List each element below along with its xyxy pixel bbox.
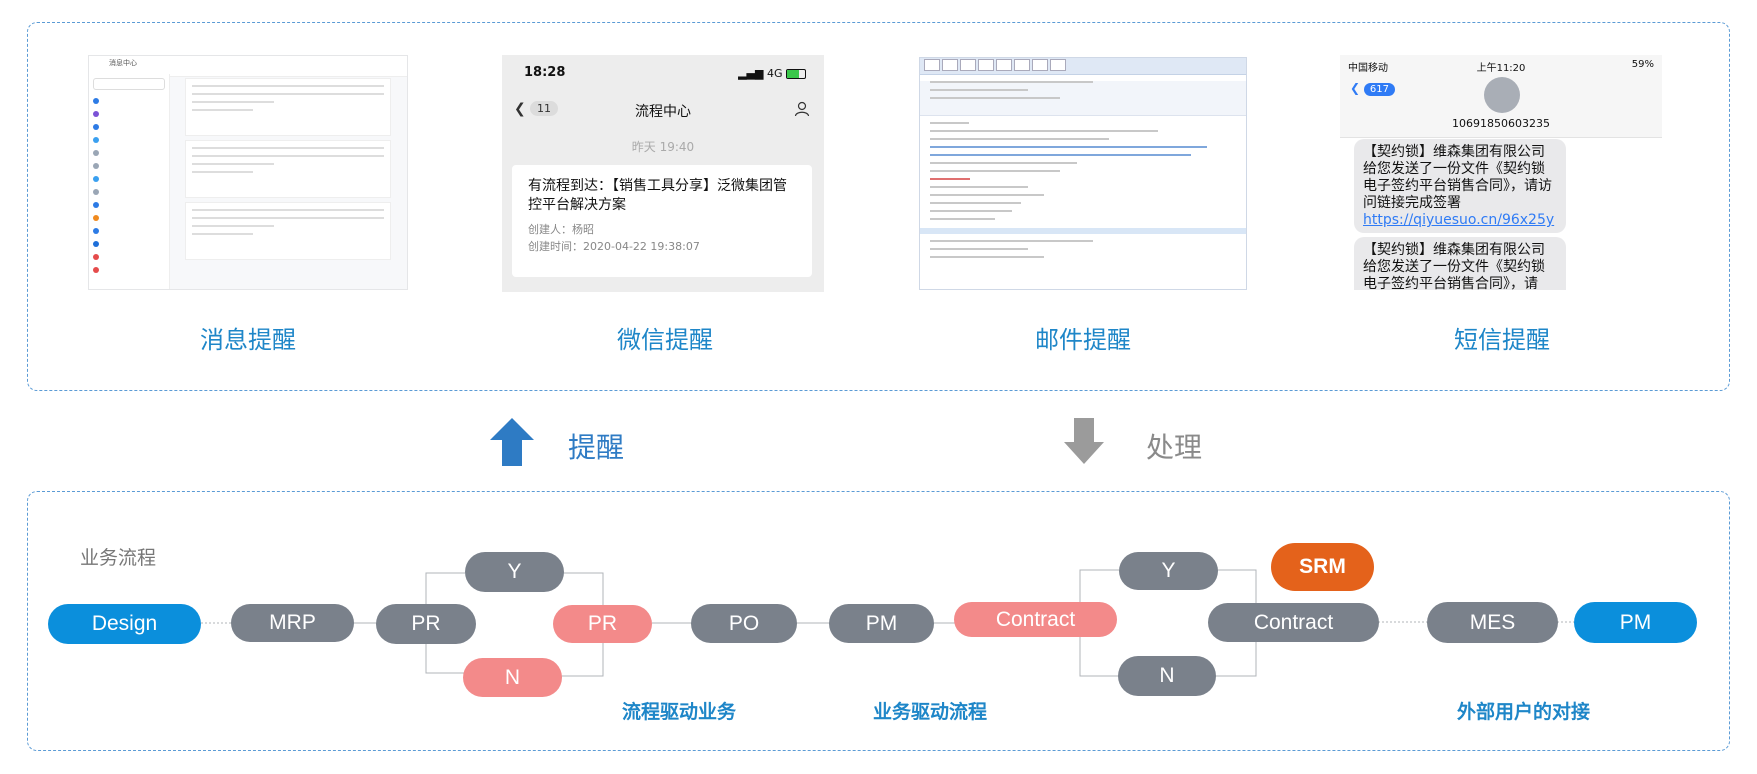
node-srm: SRM bbox=[1271, 543, 1374, 591]
sidebar-item bbox=[93, 159, 165, 172]
battery-percent: 59% bbox=[1631, 59, 1654, 70]
card-title: 有流程到达：【销售工具分享】泛微集团管控平台解决方案 bbox=[528, 178, 787, 213]
process-label: 处理 bbox=[1146, 431, 1203, 464]
node-mes: MES bbox=[1427, 602, 1558, 643]
contact-avatar-icon bbox=[1484, 77, 1520, 113]
sidebar-item bbox=[93, 172, 165, 185]
caption-message: 消息提醒 bbox=[200, 326, 296, 354]
remind-label: 提醒 bbox=[568, 431, 625, 464]
label-external: 外部用户的对接 bbox=[1457, 701, 1591, 723]
node-pm-2: PM bbox=[1574, 602, 1697, 643]
email-screenshot bbox=[919, 57, 1247, 290]
sidebar-item bbox=[93, 146, 165, 159]
battery-icon bbox=[786, 69, 806, 79]
wechat-screenshot: 18:28 ▂▄▆ 4G ❮ 11 流程中心 昨天 19:40 有流程到达：【销… bbox=[502, 55, 824, 292]
sms-text: 【契约锁】维森集团有限公司给您发送了一份文件《契约锁电子签约平台销售合同》，请 bbox=[1363, 242, 1545, 290]
sms-bubble: 【契约锁】维森集团有限公司给您发送了一份文件《契约锁电子签约平台销售合同》，请 bbox=[1354, 237, 1566, 290]
phone-clock: 上午11:20 bbox=[1476, 63, 1526, 74]
sidebar-item bbox=[93, 237, 165, 250]
up-arrow-icon bbox=[490, 418, 534, 466]
sidebar-item bbox=[93, 198, 165, 211]
email-header bbox=[920, 81, 1246, 116]
sidebar-item bbox=[93, 224, 165, 237]
node-yes-1: Y bbox=[465, 552, 564, 592]
phone-time: 18:28 bbox=[524, 65, 566, 80]
sidebar-item bbox=[93, 133, 165, 146]
sidebar-item bbox=[93, 185, 165, 198]
signal-icon: ▂▄▆ bbox=[738, 67, 764, 80]
node-contract-1: Contract bbox=[954, 602, 1117, 637]
sender-number: 10691850603235 bbox=[1452, 117, 1550, 130]
sidebar-item bbox=[93, 120, 165, 133]
back-button[interactable]: ❮ 617 bbox=[1350, 81, 1395, 96]
email-toolbar bbox=[920, 58, 1246, 75]
sidebar-item bbox=[93, 250, 165, 263]
back-chevron-icon[interactable]: ❮ bbox=[514, 101, 526, 117]
sms-text: 【契约锁】维森集团有限公司给您发送了一份文件《契约锁电子签约平台销售合同》，请访… bbox=[1363, 144, 1552, 211]
business-flow-panel bbox=[27, 491, 1730, 751]
node-pr-1: PR bbox=[376, 604, 476, 644]
message-date: 昨天 19:40 bbox=[631, 140, 695, 154]
sidebar-item bbox=[93, 94, 165, 107]
node-pr-2: PR bbox=[553, 605, 652, 643]
card-created-time: 创建时间：2020-04-22 19:38:07 bbox=[528, 240, 700, 253]
flow-title: 业务流程 bbox=[80, 547, 157, 569]
network-label: 4G bbox=[766, 67, 783, 80]
down-arrow-icon bbox=[1064, 418, 1104, 464]
node-no-2: N bbox=[1118, 656, 1216, 696]
email-body bbox=[920, 122, 1246, 258]
sidebar-item bbox=[93, 263, 165, 276]
sms-link[interactable]: https://qiyuesuo.cn/96x25y bbox=[1363, 212, 1555, 228]
phone-status: ▂▄▆ 4G bbox=[738, 67, 806, 80]
carrier-label: 中国移动 bbox=[1348, 63, 1388, 74]
node-no-1: N bbox=[463, 658, 562, 697]
message-list bbox=[173, 74, 403, 289]
wechat-title: 流程中心 bbox=[635, 104, 691, 120]
node-contract-2: Contract bbox=[1208, 603, 1379, 642]
caption-wechat: 微信提醒 bbox=[617, 326, 713, 354]
sidebar-item bbox=[93, 211, 165, 224]
wechat-navbar: ❮ 11 流程中心 bbox=[502, 93, 824, 129]
message-center-sidebar bbox=[89, 74, 170, 289]
user-icon[interactable] bbox=[794, 101, 810, 121]
label-business-driven: 业务驱动流程 bbox=[873, 701, 988, 723]
wechat-message-card[interactable]: 有流程到达：【销售工具分享】泛微集团管控平台解决方案 创建人：杨昭 创建时间：2… bbox=[512, 165, 812, 277]
node-design: Design bbox=[48, 604, 201, 644]
node-pm-1: PM bbox=[829, 604, 934, 643]
sms-header: 中国移动 上午11:20 59% ❮ 617 10691850603235 bbox=[1340, 55, 1662, 138]
sidebar-item bbox=[93, 107, 165, 120]
node-po: PO bbox=[691, 604, 797, 643]
notification-panel bbox=[27, 22, 1730, 391]
message-center-title: 消息中心 bbox=[89, 56, 407, 77]
node-mrp: MRP bbox=[231, 604, 354, 642]
caption-sms: 短信提醒 bbox=[1454, 326, 1550, 354]
back-count: 617 bbox=[1363, 83, 1395, 96]
label-process-driven: 流程驱动业务 bbox=[622, 701, 737, 723]
message-card bbox=[185, 140, 391, 198]
unread-count: 11 bbox=[530, 101, 558, 116]
sms-bubble: 【契约锁】维森集团有限公司给您发送了一份文件《契约锁电子签约平台销售合同》，请访… bbox=[1354, 139, 1566, 233]
caption-email: 邮件提醒 bbox=[1035, 326, 1131, 354]
message-center-screenshot: 消息中心 bbox=[88, 55, 408, 290]
sms-screenshot: 中国移动 上午11:20 59% ❮ 617 10691850603235 【契… bbox=[1340, 55, 1662, 290]
search-box bbox=[93, 78, 165, 90]
message-card bbox=[185, 78, 391, 136]
node-yes-2: Y bbox=[1119, 552, 1218, 590]
message-card bbox=[185, 202, 391, 260]
card-creator: 创建人：杨昭 bbox=[528, 223, 594, 236]
